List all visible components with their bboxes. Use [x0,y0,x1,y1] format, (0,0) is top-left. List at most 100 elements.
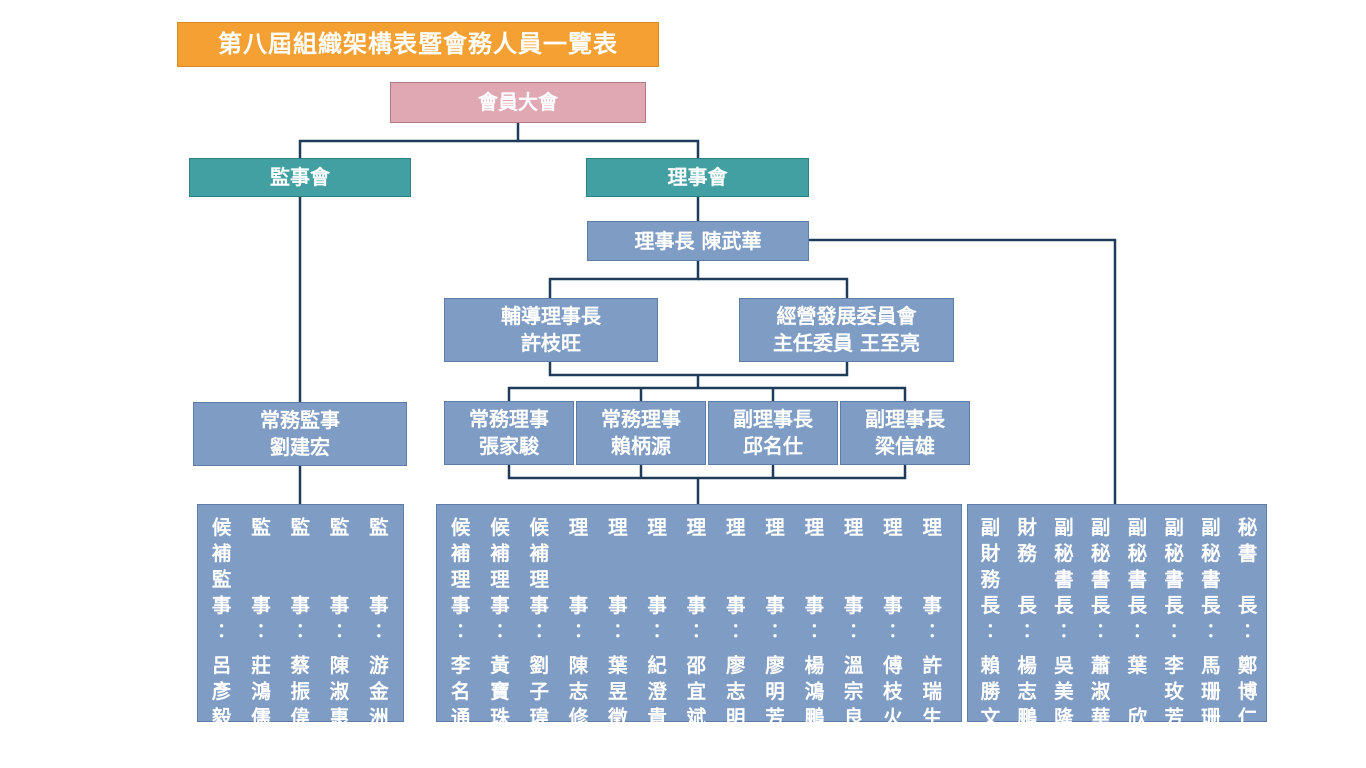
member-name: 陳淑惠 [330,653,350,731]
role-char: 補 [211,542,232,565]
member-column: 理事︰葉昱徵 [598,515,637,729]
name-char: 志 [725,680,746,703]
member-column: 候補理事︰黃寶珠 [480,515,519,729]
name-char: 儒 [251,706,271,729]
colon-separator: ︰ [608,620,628,643]
role-char: 候 [450,516,471,539]
role-char: 書 [1237,542,1258,565]
colon-separator: ︰ [211,620,232,643]
colon-separator: ︰ [1237,620,1258,643]
role-char: 書 [1127,568,1148,591]
name-char: 貴 [647,706,667,729]
name-char: 通 [450,706,471,729]
role-char: 事 [490,594,510,617]
member-column: 理事︰溫宗良 [834,515,873,729]
role-char: 監 [290,516,310,539]
role-char: 監 [251,516,271,539]
member-role: 副財務長 [981,515,1001,619]
colon-separator: ︰ [1127,620,1148,643]
executive-title: 常務理事 [601,407,681,431]
name-char: 毅 [211,706,232,729]
name-char: 徵 [608,706,628,729]
role-char: 長 [1237,594,1258,617]
name-char: 彥 [211,680,232,703]
role-char: 理 [922,516,942,539]
name-char: 瑞 [922,680,942,703]
member-column: 監事︰陳淑惠 [320,515,359,729]
member-name: 紀澄貴 [647,653,667,731]
role-char: 事 [608,594,628,617]
colon-separator: ︰ [765,620,785,643]
name-char: 芳 [765,706,785,729]
committee-node: 經營發展委員會 主任委員 王至亮 [739,298,954,362]
role-char: 事 [450,594,471,617]
executive-node: 常務理事 賴柄源 [576,401,706,465]
executive-name: 梁信雄 [875,434,935,458]
executive-name: 邱名仕 [743,434,803,458]
name-char: 寶 [490,680,510,703]
member-name: 楊志鵬 [1017,653,1037,731]
role-char: 事 [725,594,746,617]
name-char: 傅 [883,654,903,677]
member-role: 副秘書長 [1091,515,1111,619]
colon-separator: ︰ [1017,620,1037,643]
name-char: 邵 [686,654,707,677]
member-column: 理事︰傅枝火 [873,515,912,729]
name-char: 昱 [608,680,628,703]
role-char: 事 [529,594,549,617]
member-role: 副秘書長 [1201,515,1221,619]
role-char: 事 [211,594,232,617]
directors-board-node: 理事會 [586,158,809,197]
name-char: 陳 [329,654,350,677]
role-char: 事 [251,594,271,617]
colon-separator: ︰ [329,620,350,643]
name-char: 鴻 [804,680,825,703]
role-char: 理 [725,516,746,539]
member-role: 候補理事 [451,515,471,619]
colon-separator: ︰ [1164,620,1184,643]
name-char: 許 [922,654,942,677]
member-role: 財務長 [1017,515,1037,619]
role-char: 副 [980,516,1001,539]
colon-separator: ︰ [980,620,1001,643]
name-char: 賴 [980,654,1001,677]
name-char: 鵬 [804,706,825,729]
member-column: 監事︰游金洲 [359,515,398,729]
role-char: 書 [1164,568,1184,591]
standing-supervisor-node: 常務監事 劉建宏 [193,402,407,466]
member-name: 賴勝文 [981,653,1001,731]
name-char: 文 [980,706,1001,729]
role-char: 補 [490,542,510,565]
member-role: 候補監事 [212,515,232,619]
name-char: 芳 [1164,706,1184,729]
name-char: 陳 [568,654,589,677]
advisor-title: 輔導理事長 [501,304,601,328]
role-char: 長 [1017,594,1037,617]
member-role: 監事 [251,515,271,619]
member-name: 葉 欣 [1128,653,1148,731]
colon-separator: ︰ [725,620,746,643]
role-char: 事 [568,594,589,617]
name-char: 博 [1237,680,1258,703]
role-char: 補 [529,542,549,565]
member-column: 副秘書長︰葉 欣 [1119,515,1156,729]
role-char: 長 [1090,594,1111,617]
member-name: 傅枝火 [883,653,903,731]
role-char: 候 [211,516,232,539]
role-char: 理 [843,516,864,539]
role-char: 長 [1201,594,1221,617]
member-column: 理事︰紀澄貴 [637,515,676,729]
role-char: 秘 [1090,542,1111,565]
name-char: 振 [290,680,310,703]
member-name: 邵宜斌 [687,653,707,731]
name-char: 洲 [369,706,389,729]
role-char: 理 [608,516,628,539]
member-column: 副財務長︰ 賴勝文 [972,515,1009,729]
member-name: 吳美隆 [1054,653,1074,731]
role-char: 副 [1164,516,1184,539]
member-role: 理事 [608,515,628,619]
colon-separator: ︰ [251,620,271,643]
name-char: 仁 [1237,706,1258,729]
name-char: 鵬 [1017,706,1037,729]
name-char [1128,679,1148,705]
